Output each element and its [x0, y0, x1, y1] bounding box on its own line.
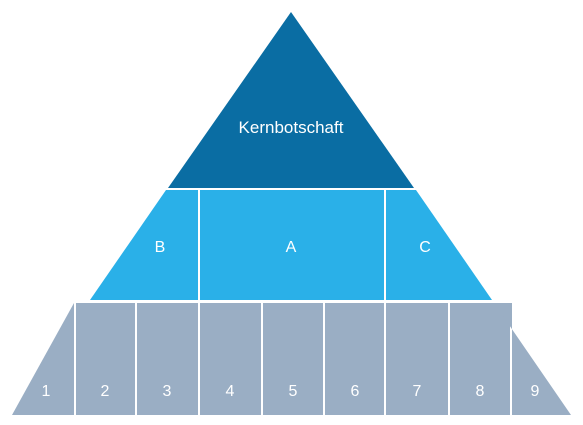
bottom-cell-1-label: 1 [42, 383, 51, 400]
bottom-cell-2-label: 2 [101, 383, 110, 400]
middle-cell-a [200, 190, 384, 300]
pyramid-bottom-tier: 1 2 3 4 5 6 7 8 9 [12, 303, 571, 415]
bottom-cell-2 [76, 303, 135, 415]
middle-cell-c-label: C [419, 239, 431, 256]
bottom-cell-9-label: 9 [531, 383, 540, 400]
bottom-cell-3-label: 3 [163, 383, 172, 400]
middle-cell-c [386, 190, 492, 300]
top-tier-label: Kernbotschaft [239, 118, 344, 137]
bottom-cell-4-label: 4 [226, 383, 235, 400]
middle-cell-b-label: B [155, 239, 166, 256]
bottom-cell-7-label: 7 [413, 383, 422, 400]
middle-cell-a-label: A [286, 239, 297, 256]
bottom-cell-6 [325, 303, 384, 415]
middle-cell-b [90, 190, 198, 300]
pyramid-top-tier [168, 12, 414, 188]
bottom-cell-8-label: 8 [476, 383, 485, 400]
bottom-cell-4 [200, 303, 261, 415]
bottom-cell-5 [263, 303, 323, 415]
bottom-cell-9 [494, 303, 571, 415]
bottom-cell-6-label: 6 [351, 383, 360, 400]
bottom-cell-5-label: 5 [289, 383, 298, 400]
bottom-cell-7 [386, 303, 448, 415]
pyramid-middle-tier: B A C [90, 190, 492, 300]
bottom-cell-3 [137, 303, 198, 415]
bottom-cell-1 [12, 303, 74, 415]
bottom-cell-8 [450, 303, 510, 415]
